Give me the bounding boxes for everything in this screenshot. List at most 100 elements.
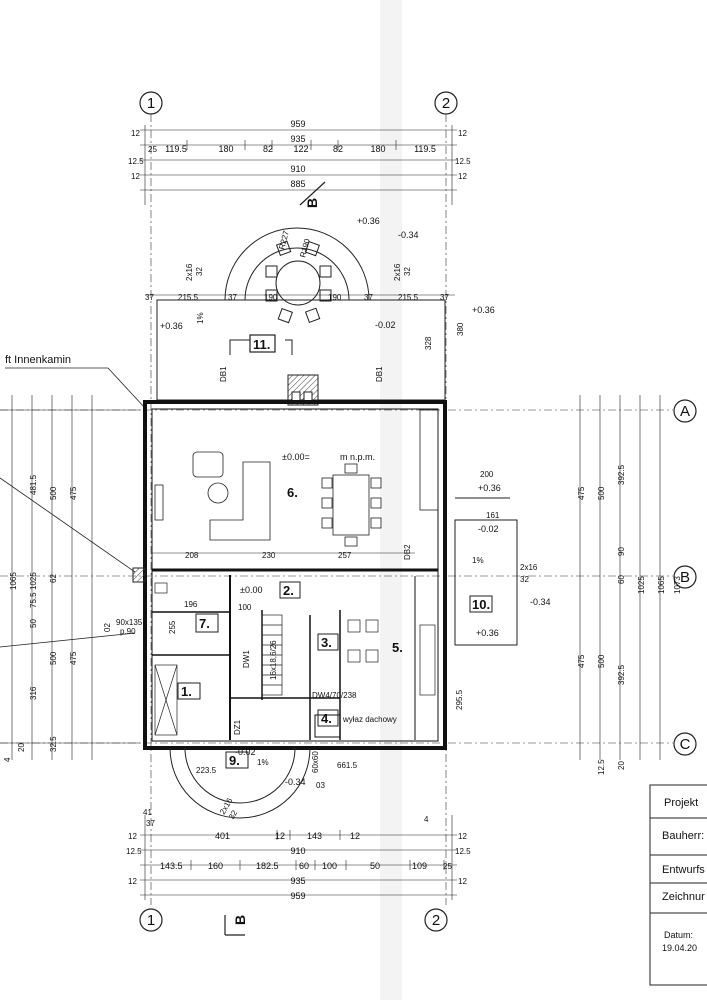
- title-block: Projekt Bauherr: Entwurfs Zeichnur Datum…: [649, 784, 707, 986]
- door-db2: DB2: [403, 544, 412, 560]
- lower-rooms: 2. 7. 1. 3. 4. 5. 9. ±0.00 196 100 255 D…: [103, 581, 403, 790]
- level-left-terrace-slope: 1%: [196, 312, 205, 324]
- room-11: 11.: [253, 337, 270, 352]
- axis-row-c: C: [0, 732, 697, 756]
- dim-200: 200: [480, 470, 494, 479]
- dim-edge-12-r: 12: [458, 129, 467, 138]
- bdim-1825: 182.5: [256, 861, 279, 871]
- ldim-755: 75.5: [29, 592, 38, 608]
- dim-edge-25-l: 25: [148, 145, 157, 154]
- dim-208: 208: [185, 551, 199, 560]
- tdim-190-b: 190: [328, 293, 342, 302]
- ldim-4: 4: [3, 757, 12, 762]
- dim-6615: 661.5: [337, 761, 358, 770]
- dim-82-a: 82: [263, 144, 273, 154]
- bdim-935: 935: [290, 876, 305, 886]
- bdim-edge12-l2: 12: [128, 877, 137, 886]
- bdim-41: 41: [143, 808, 152, 817]
- room-1: 1.: [181, 684, 192, 699]
- dim-257: 257: [338, 551, 352, 560]
- stair-top-32-r: 32: [403, 267, 412, 276]
- axis-col-1-label-bottom: 1: [147, 912, 155, 929]
- level-right-side-2: -0.02: [478, 524, 499, 534]
- title-datum-label: Datum:: [664, 930, 693, 940]
- rdim-500-b: 500: [597, 654, 606, 668]
- left-dimension-text: 481.5 500 475 1065 1025 62 75.5 50 500 4…: [3, 474, 78, 762]
- dim-edge-125-l: 12.5: [128, 157, 144, 166]
- radius-inner: R190: [298, 237, 312, 258]
- level-mid-terrace: -0.02: [375, 320, 396, 330]
- rdim-60: 60: [617, 575, 626, 584]
- bdim-25: 25: [443, 862, 452, 871]
- rdim-500-a: 500: [597, 486, 606, 500]
- level-living: ±0.00=: [282, 452, 310, 462]
- axis-row-b: B: [0, 565, 697, 589]
- ldim-500-a: 500: [49, 486, 58, 500]
- tdim-37-a: 37: [145, 293, 154, 302]
- right-dimension-text: 475 500 392.5 90 60 1025 1065 1073 475 5…: [455, 464, 682, 775]
- right-dimension-lines: [579, 395, 661, 760]
- room-2: 2.: [283, 583, 294, 598]
- title-entwurf: Entwurfs: [662, 864, 705, 876]
- ldim-20: 20: [17, 743, 26, 752]
- axis-row-b-label: B: [680, 569, 690, 586]
- axis-col-1: 1 1: [139, 91, 163, 932]
- title-projekt: Projekt: [664, 797, 698, 809]
- dim-935-top: 935: [290, 134, 305, 144]
- dim-122: 122: [293, 144, 308, 154]
- rdim-1073: 1073: [673, 576, 682, 594]
- dim-1195-a: 119.5: [165, 144, 187, 154]
- bottom-dimension-chains: [140, 815, 457, 900]
- bdim-50: 50: [370, 861, 380, 871]
- dim-161: 161: [486, 511, 500, 520]
- level-entry-2: -0.34: [285, 777, 306, 787]
- dim-edge-12-l: 12: [131, 129, 140, 138]
- ldim-50: 50: [29, 619, 38, 628]
- top-dimension-chains: [140, 125, 457, 205]
- rdim-3925-b: 392.5: [617, 664, 626, 685]
- title-zeichnung: Zeichnur: [662, 891, 705, 903]
- stair-right-2x16: 2x16: [520, 563, 538, 572]
- ldim-325: 32.5: [49, 736, 58, 752]
- entry-stairs: [169, 747, 311, 819]
- level-top-right: -0.34: [398, 230, 419, 240]
- rdim-125: 12.5: [597, 759, 606, 775]
- bdim-160: 160: [208, 861, 223, 871]
- terrace-dims: 37 215.5 37 190 190 37 215.5 37 380 328: [145, 293, 465, 350]
- axis-col-1-label: 1: [147, 95, 155, 112]
- room-6: 6.: [287, 485, 298, 500]
- right-terrace-labels: 200 +0.36 161 -0.02 1% 2x16 32 -0.34 10.…: [469, 470, 551, 638]
- top-dimension-text: 959 935 119.5 180 82 122 82 180 119.5 91…: [128, 119, 471, 189]
- window-90x135: 90x135: [116, 618, 143, 627]
- level-right-side-slope: 1%: [472, 556, 484, 565]
- level-right-side-3: -0.34: [530, 597, 551, 607]
- tdim-2155-a: 215.5: [178, 293, 199, 302]
- level-left-terrace: +0.36: [160, 321, 183, 331]
- dim-180-a: 180: [218, 144, 233, 154]
- tdim-328: 328: [424, 336, 433, 350]
- title-bauherr: Bauherr:: [662, 830, 704, 842]
- door-dw1: DW1: [242, 650, 251, 668]
- roof-hatch: wyłaz dachowy: [342, 715, 397, 724]
- dim-959-top: 959: [290, 119, 305, 129]
- ldim-1065: 1065: [9, 572, 18, 590]
- level-top-terrace: +0.36: [357, 216, 380, 226]
- rdim-475-b: 475: [577, 654, 586, 668]
- bdim-143: 143: [307, 831, 322, 841]
- section-marker-top: B: [299, 181, 326, 208]
- room-5: 5.: [392, 640, 403, 655]
- door-db1-b: DB1: [375, 366, 384, 382]
- dim-100: 100: [238, 603, 252, 612]
- rdim-1065: 1065: [657, 576, 666, 594]
- axis-col-2-label: 2: [442, 95, 450, 112]
- dim-edge-12-l2: 12: [131, 172, 140, 181]
- bdim-12-a: 12: [275, 831, 285, 841]
- section-marker-bottom-label: B: [232, 915, 248, 925]
- room-9: 9.: [229, 753, 240, 768]
- room-4: 4.: [321, 711, 332, 726]
- ldim-475-a: 475: [69, 486, 78, 500]
- tdim-37-c: 37: [364, 293, 373, 302]
- bdim-959: 959: [290, 891, 305, 901]
- dim-230: 230: [262, 551, 276, 560]
- section-marker-bottom: B: [224, 915, 248, 936]
